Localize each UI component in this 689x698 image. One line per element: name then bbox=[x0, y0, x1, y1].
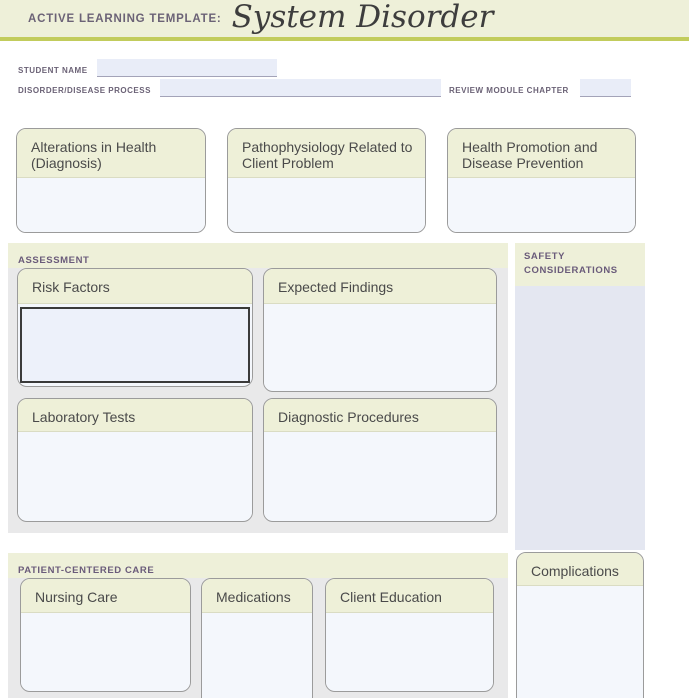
page-title: System Disorder bbox=[231, 0, 494, 35]
review-module-chapter-label: REVIEW MODULE CHAPTER bbox=[449, 86, 569, 95]
card-risk-factors-title: Risk Factors bbox=[32, 279, 110, 295]
diagnostic-procedures-input[interactable] bbox=[264, 432, 496, 520]
patient-centered-care-titlebar: PATIENT-CENTERED CARE bbox=[8, 553, 508, 578]
safety-considerations-panel: SAFETY CONSIDERATIONS bbox=[515, 243, 645, 550]
disorder-process-label: DISORDER/DISEASE PROCESS bbox=[18, 86, 151, 95]
card-expected-findings-title: Expected Findings bbox=[278, 279, 394, 295]
card-expected-findings: Expected Findings bbox=[263, 268, 497, 392]
card-pathophysiology-header: Pathophysiology Related to Client Proble… bbox=[228, 129, 425, 178]
expected-findings-input[interactable] bbox=[264, 304, 496, 390]
assessment-titlebar: ASSESSMENT bbox=[8, 243, 508, 268]
complications-input[interactable] bbox=[517, 586, 643, 698]
patient-centered-care-title: PATIENT-CENTERED CARE bbox=[18, 565, 155, 576]
card-alterations-in-health: Alterations in Health (Diagnosis) bbox=[16, 128, 206, 233]
card-pathophysiology: Pathophysiology Related to Client Proble… bbox=[227, 128, 426, 233]
card-laboratory-tests-header: Laboratory Tests bbox=[18, 399, 252, 432]
card-health-promotion-title: Health Promotion and Disease Prevention bbox=[462, 139, 598, 172]
card-medications: Medications bbox=[201, 578, 313, 698]
card-complications: Complications bbox=[516, 552, 644, 698]
review-module-chapter-input[interactable] bbox=[580, 79, 631, 97]
health-promotion-input[interactable] bbox=[448, 178, 635, 232]
page-header: ACTIVE LEARNING TEMPLATE: System Disorde… bbox=[0, 0, 689, 41]
student-name-input[interactable] bbox=[97, 59, 277, 77]
card-laboratory-tests-title: Laboratory Tests bbox=[32, 409, 136, 425]
safety-considerations-title: SAFETY CONSIDERATIONS bbox=[524, 251, 618, 276]
patient-centered-care-panel: PATIENT-CENTERED CARE Nursing Care Medic… bbox=[8, 553, 508, 698]
card-risk-factors-header: Risk Factors bbox=[18, 269, 252, 304]
risk-factors-body bbox=[18, 304, 252, 385]
card-diagnostic-procedures-title: Diagnostic Procedures bbox=[278, 409, 419, 425]
nursing-care-input[interactable] bbox=[21, 613, 190, 690]
card-client-education: Client Education bbox=[325, 578, 494, 692]
card-complications-header: Complications bbox=[517, 553, 643, 586]
card-complications-title: Complications bbox=[531, 563, 619, 579]
template-eyebrow-label: ACTIVE LEARNING TEMPLATE: bbox=[28, 12, 222, 25]
alterations-in-health-input[interactable] bbox=[17, 178, 205, 232]
card-pathophysiology-title: Pathophysiology Related to Client Proble… bbox=[242, 139, 413, 172]
card-expected-findings-header: Expected Findings bbox=[264, 269, 496, 304]
card-diagnostic-procedures: Diagnostic Procedures bbox=[263, 398, 497, 522]
card-diagnostic-procedures-header: Diagnostic Procedures bbox=[264, 399, 496, 432]
card-health-promotion: Health Promotion and Disease Prevention bbox=[447, 128, 636, 233]
card-health-promotion-header: Health Promotion and Disease Prevention bbox=[448, 129, 635, 178]
risk-factors-input-focused[interactable] bbox=[20, 307, 250, 383]
safety-considerations-input[interactable] bbox=[515, 286, 645, 550]
card-nursing-care-header: Nursing Care bbox=[21, 579, 190, 613]
safety-considerations-titlebar: SAFETY CONSIDERATIONS bbox=[515, 243, 645, 286]
card-client-education-title: Client Education bbox=[340, 589, 442, 605]
card-nursing-care: Nursing Care bbox=[20, 578, 191, 692]
card-laboratory-tests: Laboratory Tests bbox=[17, 398, 253, 522]
assessment-title: ASSESSMENT bbox=[18, 255, 90, 266]
card-alterations-title: Alterations in Health (Diagnosis) bbox=[31, 139, 157, 172]
card-medications-title: Medications bbox=[216, 589, 291, 605]
pathophysiology-input[interactable] bbox=[228, 178, 425, 232]
assessment-panel: ASSESSMENT Risk Factors Expected Finding… bbox=[8, 243, 508, 533]
card-risk-factors: Risk Factors bbox=[17, 268, 253, 387]
client-education-input[interactable] bbox=[326, 613, 493, 690]
student-name-label: STUDENT NAME bbox=[18, 66, 88, 75]
card-medications-header: Medications bbox=[202, 579, 312, 613]
laboratory-tests-input[interactable] bbox=[18, 432, 252, 520]
card-nursing-care-title: Nursing Care bbox=[35, 589, 118, 605]
card-alterations-header: Alterations in Health (Diagnosis) bbox=[17, 129, 205, 178]
medications-input[interactable] bbox=[202, 613, 312, 698]
disorder-process-input[interactable] bbox=[160, 79, 441, 97]
card-client-education-header: Client Education bbox=[326, 579, 493, 613]
